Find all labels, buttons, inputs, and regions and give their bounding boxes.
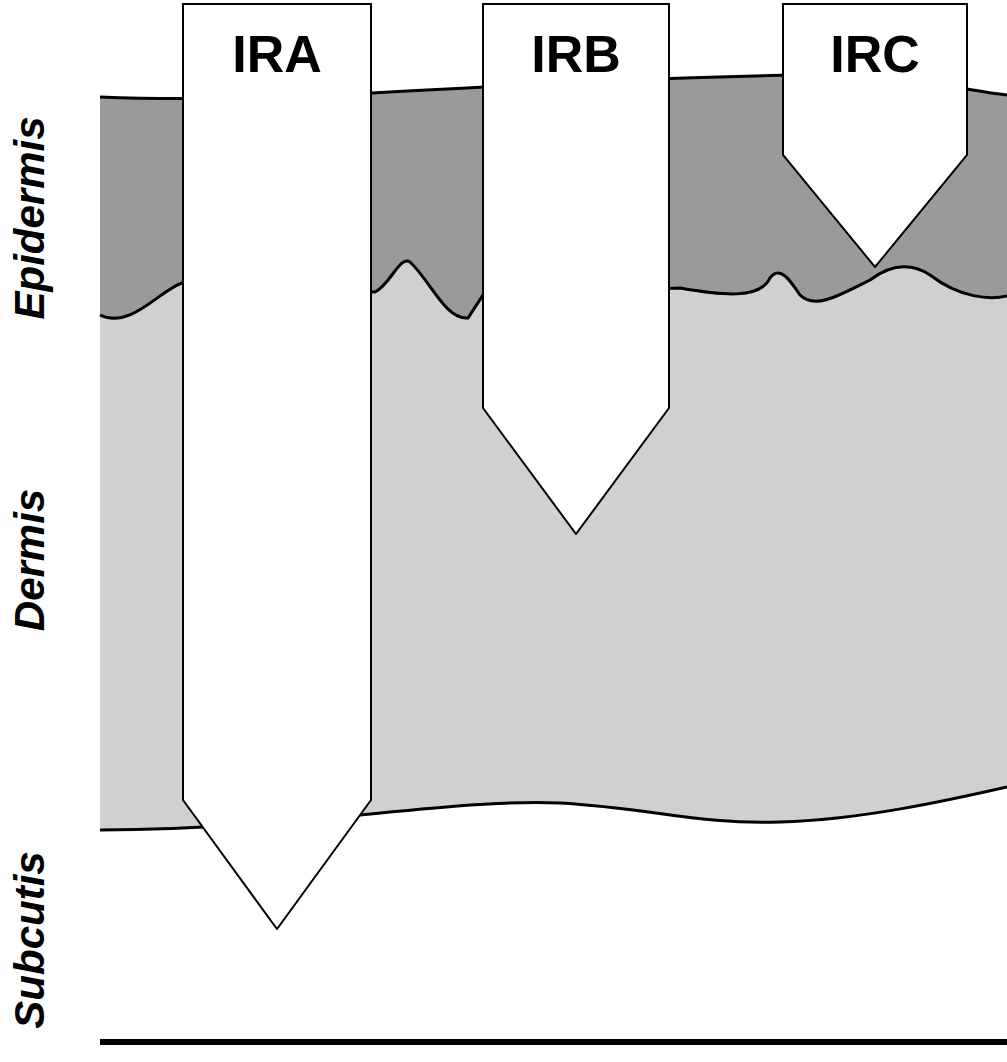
penetration-arrow: IRB (482, 3, 670, 535)
penetration-arrow: IRA (182, 3, 372, 930)
penetration-arrow: IRC (782, 3, 968, 268)
layer-label: Dermis (6, 489, 54, 631)
arrow-shape (183, 4, 371, 929)
layer-label: Epidermis (6, 116, 54, 319)
base-line (100, 1039, 1007, 1045)
arrow-label: IRC (782, 3, 968, 85)
arrow-shape (783, 4, 967, 267)
layer-label: Subcutis (6, 851, 54, 1028)
arrow-label: IRA (182, 3, 372, 85)
arrow-label: IRB (482, 3, 670, 85)
arrow-outline (182, 3, 372, 930)
arrow-shape (483, 4, 669, 534)
